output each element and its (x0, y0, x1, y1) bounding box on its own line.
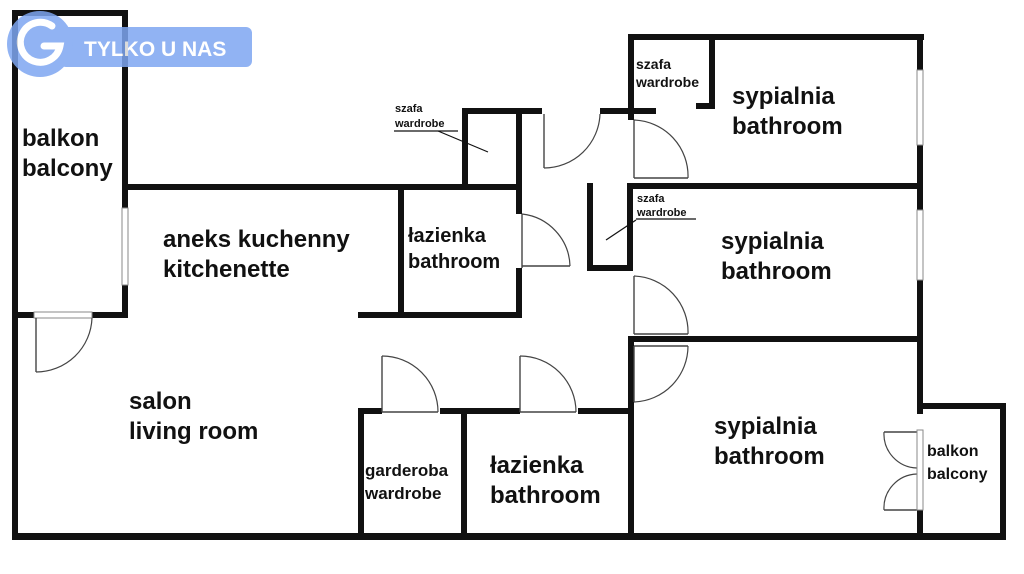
wall (578, 408, 634, 414)
wall (587, 265, 633, 271)
wall (709, 34, 715, 108)
door (633, 275, 689, 335)
room-label-salon: salon (129, 388, 192, 415)
wall (398, 312, 522, 318)
wall (462, 108, 542, 114)
wall (122, 285, 128, 318)
window (916, 69, 924, 146)
room-label-sypialnia-mid-en: bathroom (721, 258, 832, 285)
walls (12, 10, 1006, 540)
wall (628, 336, 634, 536)
room-label-aneks-en: kitchenette (163, 256, 290, 283)
room-label-lazienka-top: łazienka (408, 225, 487, 247)
room-label-salon-en: living room (129, 418, 258, 445)
wall (628, 183, 923, 189)
window (916, 209, 924, 281)
door (883, 429, 924, 511)
room-labels: balkon balcony aneks kuchenny kitchenett… (22, 56, 988, 509)
room-label-balkon-left-en: balcony (22, 155, 113, 182)
door (543, 113, 601, 169)
door (381, 355, 439, 413)
room-label-balkon-right: balkon (927, 443, 979, 460)
wall (358, 312, 404, 318)
room-label-szafa-hall: szafa (395, 103, 423, 115)
room-label-aneks: aneks kuchenny (163, 226, 350, 253)
wall (462, 108, 468, 188)
room-label-sypialnia-top-en: bathroom (732, 113, 843, 140)
wall (628, 108, 656, 114)
doors (35, 113, 924, 511)
room-label-garderoba: garderoba (365, 461, 449, 480)
room-label-sypialnia-bottom: sypialnia (714, 413, 817, 440)
wall (917, 510, 923, 538)
windows (33, 69, 924, 319)
door (519, 355, 577, 413)
room-label-sypialnia-mid: sypialnia (721, 228, 824, 255)
wall (628, 336, 923, 342)
wall (516, 184, 522, 214)
leader-line (605, 219, 637, 241)
room-label-balkon-right-en: balcony (927, 466, 988, 483)
window (121, 207, 129, 286)
wall (600, 108, 636, 114)
door (633, 119, 689, 179)
door (35, 317, 93, 373)
logo-banner (60, 27, 252, 67)
wall (122, 184, 522, 190)
wall (587, 183, 593, 271)
wall (358, 408, 382, 414)
window (33, 311, 93, 319)
wall (12, 312, 34, 318)
wall (461, 408, 467, 538)
wall (440, 408, 520, 414)
room-label-szafa-mid-en: wardrobe (636, 207, 687, 219)
wall (12, 10, 128, 16)
leader-line (437, 130, 489, 153)
door (633, 345, 689, 403)
wall (628, 34, 924, 40)
room-label-sypialnia-bottom-en: bathroom (714, 443, 825, 470)
room-label-szafa-top-en: wardrobe (635, 74, 699, 90)
wall (12, 10, 18, 318)
wall (358, 408, 364, 538)
logo-text: TYLKO U NAS (84, 38, 226, 61)
room-label-szafa-hall-en: wardrobe (394, 118, 445, 130)
room-label-garderoba-en: wardrobe (364, 484, 442, 503)
room-label-szafa-mid: szafa (637, 193, 665, 205)
room-label-balkon-left: balkon (22, 125, 99, 152)
wall (516, 268, 522, 318)
room-label-lazienka-bottom: łazienka (490, 452, 584, 479)
room-label-lazienka-bottom-en: bathroom (490, 482, 601, 509)
room-label-lazienka-top-en: bathroom (408, 251, 500, 273)
room-label-sypialnia-top: sypialnia (732, 83, 835, 110)
wall (627, 183, 633, 271)
wall (398, 184, 404, 318)
wall (696, 103, 715, 109)
wall (12, 312, 18, 540)
wall (516, 108, 522, 188)
wall (917, 403, 1006, 409)
door (521, 213, 571, 268)
logo-mark (16, 18, 65, 66)
room-label-szafa-top: szafa (636, 56, 671, 72)
wall (12, 533, 1006, 540)
wall (122, 10, 128, 208)
wall (628, 34, 634, 120)
wall (92, 312, 128, 318)
wall (1000, 403, 1006, 540)
logo: TYLKO U NAS (7, 11, 252, 77)
